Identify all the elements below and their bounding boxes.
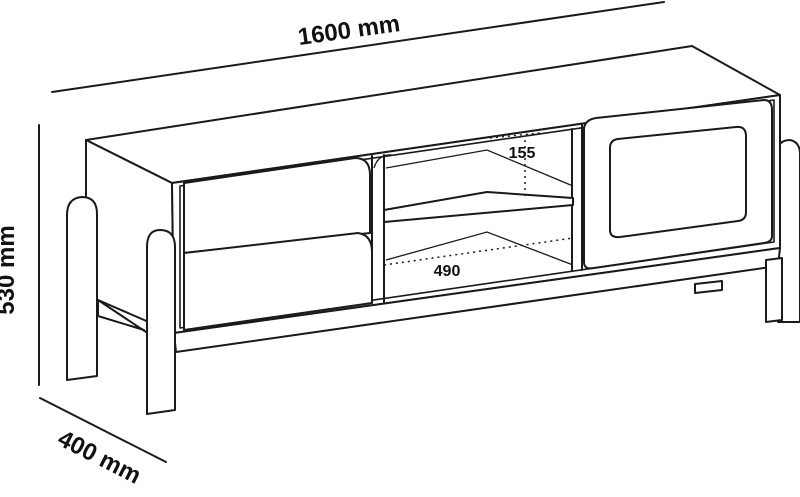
front-right-leg (765, 257, 783, 323)
drawer-upper (183, 157, 371, 254)
front-left-leg-back (66, 196, 98, 381)
shelf-height-measure (489, 132, 541, 198)
cabinet-body (85, 45, 781, 353)
door-window (609, 125, 747, 239)
shelf-width-label: 490 (434, 263, 461, 280)
height-label: 530 mm (0, 225, 20, 314)
back-foot (694, 280, 723, 294)
open-compartment (371, 124, 583, 304)
depth-dimension (39, 397, 167, 463)
depth-label: 400 mm (53, 425, 145, 490)
width-dimension (51, 1, 665, 93)
shelf-width-measure (383, 237, 574, 266)
glass-door (583, 99, 773, 270)
shelf-height-label: 155 (509, 145, 536, 162)
middle-shelf (383, 191, 574, 223)
front-left-leg (146, 229, 176, 415)
width-label: 1600 mm (296, 10, 402, 51)
